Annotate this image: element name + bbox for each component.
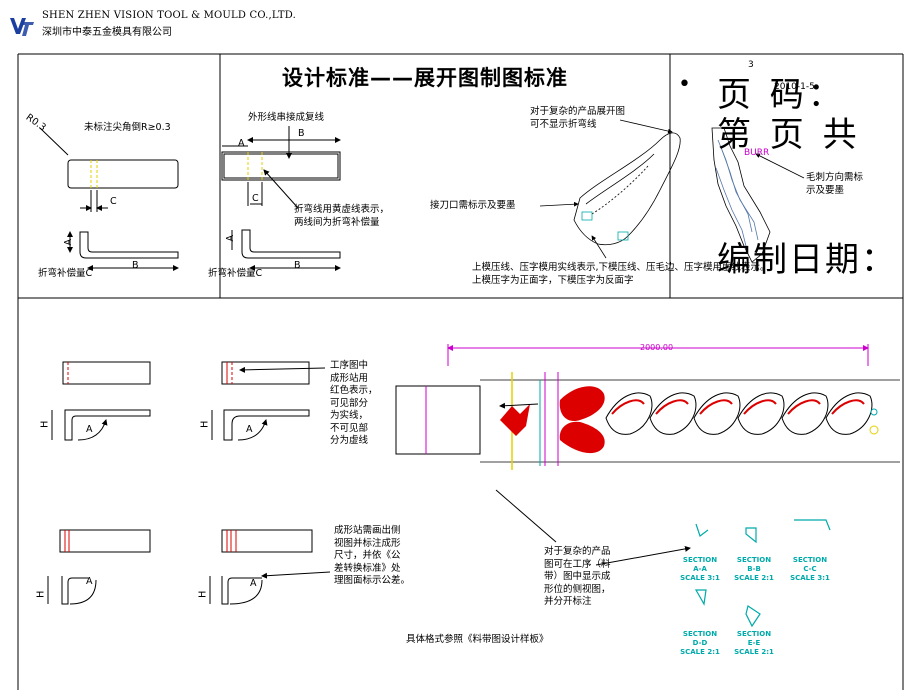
dim-a-angle-2: A [246,424,253,435]
page-number-label: 页 码： [717,75,846,115]
complex-side-note: 对于复杂的产品 图可在工序（料 带）图中显示成 形位的侧视图， 并分开标注 [544,546,611,607]
press-line-note: 上模压线、压字模用实线表示,下模压线、压毛边、压字模用虚线表示。 上模压字为正面… [472,262,770,286]
top-middle-drawing [221,126,341,271]
corner-radius-note: 未标注尖角倒R≥0.3 [84,122,171,133]
bullet: • [678,72,691,97]
section-views [694,519,831,628]
dim-b-label-3: B [294,260,301,271]
outline-note: 外形线串接成复线 [248,112,325,123]
company-logo [10,18,34,36]
burr-note: 毛刺方向需标 示及要墨 [806,172,864,196]
dim-a-label-2: A [238,138,245,149]
page-count-label: 第 页 共 [717,115,861,155]
dim-h-label-2: H [199,420,211,428]
date-value: 2010-1-5 [774,82,815,92]
company-name-en: SHEN ZHEN VISION TOOL & MOULD CO.,LTD. [42,10,297,21]
dim-h-label: H [39,420,51,428]
dim-a-label: A [63,239,74,246]
compensation-label: 折弯补偿量C [38,268,93,279]
dim-h-label-3: H [35,590,47,598]
complex-flat-pattern [539,119,805,263]
dim-a-angle-4: A [250,578,257,589]
page-title: 设计标准——展开图制图标准 [282,66,568,90]
strip-length-dim: 2000.00 [640,343,674,352]
compensation-label-2: 折弯补偿量C [208,268,263,279]
dim-b-label: B [132,260,139,271]
date-label: 编制日期： [717,240,897,280]
complex-flat-note: 对于复杂的产品展开图 可不显示折弯线 [530,106,626,130]
company-name-cn: 深圳市中泰五金模具有限公司 [42,27,172,38]
process-views [47,361,331,605]
dim-h-label-4: H [197,590,209,598]
dim-a-angle-3: A [86,576,93,587]
dim-c-label: C [110,196,117,207]
strip-layout [395,344,900,566]
process-note: 工序图中 成形站用 红色表示， 可见部分 为实线， 不可见部 分为虚线 [330,360,378,446]
reference-note: 具体格式参照《料带图设计样板》 [406,634,549,645]
burr-label: BURR [744,148,769,158]
dim-a-label-3: A [225,235,236,242]
bend-line-note: 折弯线用黄虚线表示， 两线间为折弯补偿量 [294,204,390,228]
side-view-note: 成形站需画出侧 视图并标注成形 尺寸，并依《公 差转换标准》处 理图面标示公差。 [334,525,411,586]
page-number-value: 3 [748,60,754,70]
dim-a-angle: A [86,424,93,435]
cutter-note: 接刀口需标示及要墨 [430,200,516,211]
dim-b-label-2: B [298,128,305,139]
drawing-frame [17,53,904,690]
top-left-drawing [39,127,179,271]
dim-c-label-2: C [252,193,259,204]
